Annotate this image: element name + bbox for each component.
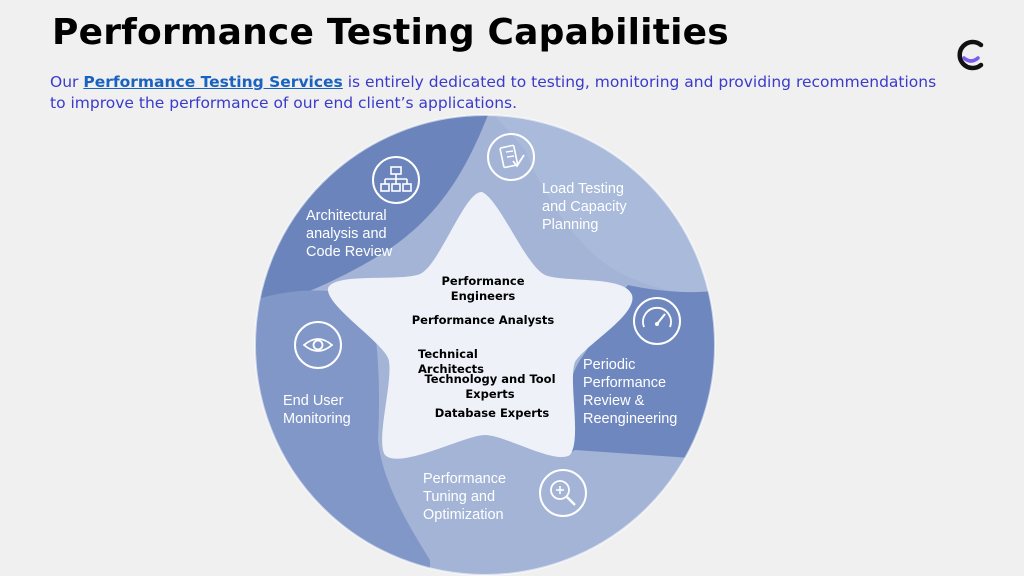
segment-label-load-testing: Load Testing and Capacity Planning <box>542 181 627 233</box>
speedometer-icon <box>633 297 681 345</box>
segment-label-periodic: Periodic Performance Review & Reengineer… <box>583 357 678 427</box>
segment-label-tuning: Performance Tuning and Optimization <box>423 471 507 523</box>
intro-suffix: is entirely dedicated to testing, monito… <box>50 73 937 112</box>
roles-star <box>327 191 633 459</box>
performance-testing-services-link[interactable]: Performance Testing Services <box>83 73 343 91</box>
intro-paragraph: Our Performance Testing Services is enti… <box>50 72 950 114</box>
brand-logo-icon <box>957 39 984 71</box>
org-chart-icon <box>372 156 420 204</box>
role-performance-analysts: Performance Analysts <box>411 313 555 327</box>
checklist-icon <box>487 133 535 181</box>
role-technical-architects: Technical Architects <box>418 347 484 376</box>
role-database-experts: Database Experts <box>434 406 550 420</box>
zoom-in-icon <box>539 469 587 517</box>
role-technology-tool-experts: Technology and Tool Experts <box>424 372 556 401</box>
role-performance-engineers: Performance Engineers <box>441 274 525 303</box>
segment-label-architectural: Architectural analysis and Code Review <box>306 208 393 260</box>
intro-prefix: Our <box>50 73 84 91</box>
page-title: Performance Testing Capabilities <box>52 12 729 53</box>
eye-icon <box>294 321 342 369</box>
segment-label-monitoring: End User Monitoring <box>283 393 351 427</box>
